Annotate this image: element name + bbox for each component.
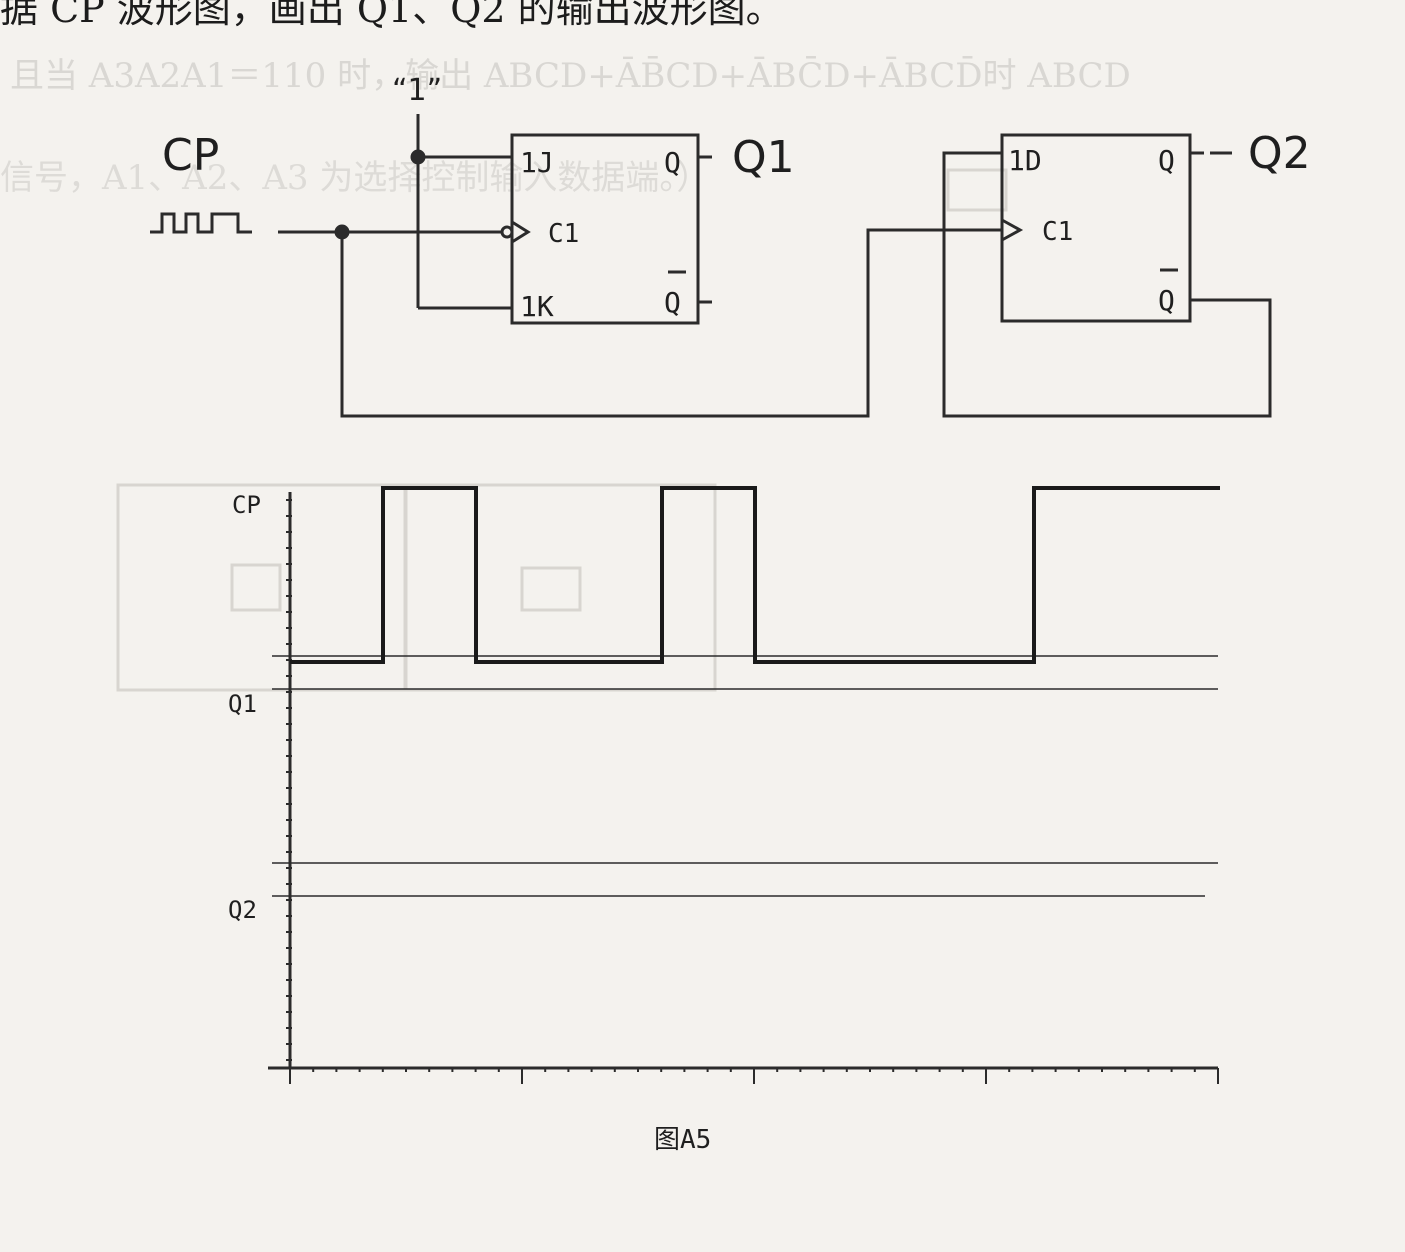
ff2-pin-d: 1D: [1008, 144, 1042, 177]
ff1-output-qbar: Q: [664, 286, 681, 319]
q1-answer-area: [292, 700, 1212, 858]
ff1-pin-k: 1K: [520, 290, 554, 323]
bleed-through-text-2: 信号，A1、A2、A3 为选择控制输入数据端。）: [0, 158, 711, 198]
bleed-through-text-1: 且当 A3A2A1＝110 时，输出 ABCD+ĀB̄CD+ĀBC̄D+ĀBCD…: [10, 56, 1131, 96]
q2-answer-area: [292, 905, 1212, 1063]
circuit-labels: CP “1” 1J C1 1K Q Q Q1 1D C1 Q Q Q2: [162, 73, 1311, 323]
d-flip-flop-box: [1000, 133, 1192, 323]
circuit-diagram: [150, 114, 1272, 418]
q2-output-label: Q2: [1248, 128, 1311, 179]
clock-inversion-bubble: [500, 225, 514, 239]
timing-label-q1: Q1: [228, 690, 257, 718]
figure-caption: 图A5: [654, 1125, 711, 1155]
ff1-pin-j: 1J: [520, 146, 554, 179]
ff1-output-q: Q: [664, 146, 681, 179]
ff1-clock-triangle: [511, 220, 531, 244]
cp-label: CP: [162, 130, 219, 181]
cp-to-ff2-wire: [340, 228, 1002, 418]
ff1-pin-clock: C1: [548, 219, 579, 249]
timing-label-cp: CP: [232, 491, 261, 519]
ff2-pin-clock: C1: [1042, 217, 1073, 247]
bleed-through-marks: [116, 168, 1008, 692]
timing-diagram: [268, 486, 1220, 1084]
ff2-clock-triangle: [1001, 218, 1024, 242]
ff2-output-qbar: Q: [1158, 284, 1175, 317]
axis-ticks: [286, 499, 1219, 1084]
question-text: 据 CP 波形图，画出 Q1、Q2 的输出波形图。: [0, 0, 784, 31]
timing-labels: CP Q1 Q2: [228, 491, 261, 924]
cp-waveform-icon: [150, 212, 252, 234]
cp-waveform: [290, 486, 1220, 664]
timing-label-q2: Q2: [228, 896, 257, 924]
logic-one-label: “1”: [392, 73, 442, 108]
q1-output-label: Q1: [732, 132, 795, 183]
ff2-output-q: Q: [1158, 144, 1175, 177]
qbar-feedback-wire: [942, 151, 1272, 418]
